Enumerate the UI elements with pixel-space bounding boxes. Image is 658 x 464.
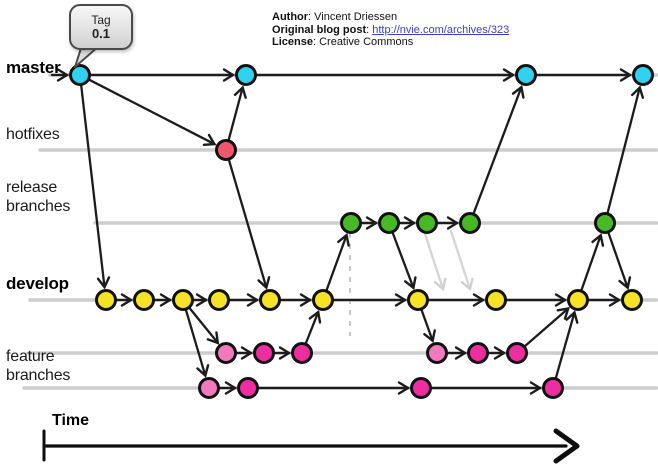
edge-h1-m2 — [227, 85, 247, 142]
commit-node-r3 — [416, 212, 438, 234]
edge-d9-r5 — [580, 233, 605, 292]
lane-label-develop: develop — [6, 274, 69, 293]
time-axis-label: Time — [52, 412, 90, 429]
license-label: License — [272, 36, 313, 48]
edge-r5-m4 — [606, 85, 645, 214]
license-value: Creative Commons — [319, 36, 414, 48]
commit-node-d6 — [312, 289, 334, 311]
commit-node-m4 — [632, 64, 654, 86]
commit-node-fb1 — [426, 342, 448, 364]
attribution-block: Author: Vincent Driessen Original blog p… — [272, 11, 509, 49]
faded-merge-arrow-1 — [422, 229, 447, 292]
lane-label-master: master — [6, 58, 61, 77]
lane-label-release-branches: release branches — [6, 179, 71, 215]
lane-label-feature-branches: feature branches — [6, 348, 71, 384]
commit-node-m1 — [69, 64, 91, 86]
commit-node-r5 — [594, 212, 616, 234]
edge-fa3-d6 — [304, 309, 322, 345]
commit-node-d9 — [567, 289, 589, 311]
faded-merge-arrow-2 — [449, 229, 474, 292]
edge-r2-d7 — [391, 231, 417, 290]
edge-m1-h1 — [88, 78, 217, 147]
commit-node-d4 — [208, 289, 230, 311]
tag-balloon-title: Tag — [91, 13, 111, 27]
commit-node-h1 — [215, 139, 237, 161]
commit-node-fc2 — [237, 377, 259, 399]
commit-node-fc1 — [198, 377, 220, 399]
tag-balloon-version: 0.1 — [91, 26, 111, 41]
commit-node-fc3 — [410, 377, 432, 399]
commit-node-d3 — [172, 289, 194, 311]
author-line: Author: Vincent Driessen — [272, 11, 398, 23]
blog-line: Original blog post: http://nvie.com/arch… — [272, 23, 510, 36]
commit-node-r1 — [340, 212, 362, 234]
blog-label: Original blog post — [272, 23, 367, 36]
time-axis-arrow — [42, 428, 580, 464]
author-label: Author — [272, 11, 309, 23]
commit-node-d7 — [407, 289, 429, 311]
commit-node-d8 — [485, 289, 507, 311]
tag-balloon: Tag 0.1 — [69, 4, 133, 50]
commit-node-d10 — [621, 289, 643, 311]
edge-r5-d10 — [607, 231, 632, 290]
commit-node-fb3 — [506, 342, 528, 364]
edge-m1-d1 — [80, 84, 111, 290]
blog-link[interactable]: http://nvie.com/archives/323 — [372, 23, 510, 36]
commit-node-d2 — [133, 289, 155, 311]
author-value: Vincent Driessen — [314, 11, 398, 23]
edge-h1-d5 — [227, 158, 271, 290]
time-axis-arrowhead — [553, 428, 580, 464]
edge-d3-fc1 — [184, 308, 210, 378]
edge-fb3-d9 — [523, 307, 570, 348]
commit-node-m2 — [235, 64, 257, 86]
lane-label-hotfixes: hotfixes — [6, 126, 60, 143]
commit-node-fb2 — [467, 342, 489, 364]
commit-node-r4 — [459, 212, 481, 234]
edge-d7-fb1 — [420, 308, 436, 343]
edge-d3-fa1 — [188, 307, 220, 345]
commit-node-d1 — [95, 289, 117, 311]
edge-fc4-d9 — [554, 310, 579, 380]
edge-d6-r1 — [325, 233, 350, 292]
commit-node-m3 — [515, 64, 537, 86]
commit-node-fa1 — [215, 342, 237, 364]
commit-node-fa2 — [253, 342, 275, 364]
commit-node-fa3 — [291, 342, 313, 364]
commit-node-r2 — [378, 212, 400, 234]
commit-node-fc4 — [542, 377, 564, 399]
commit-node-d5 — [259, 289, 281, 311]
edge-r4-m3 — [472, 85, 525, 215]
license-line: License: Creative Commons — [272, 36, 414, 48]
